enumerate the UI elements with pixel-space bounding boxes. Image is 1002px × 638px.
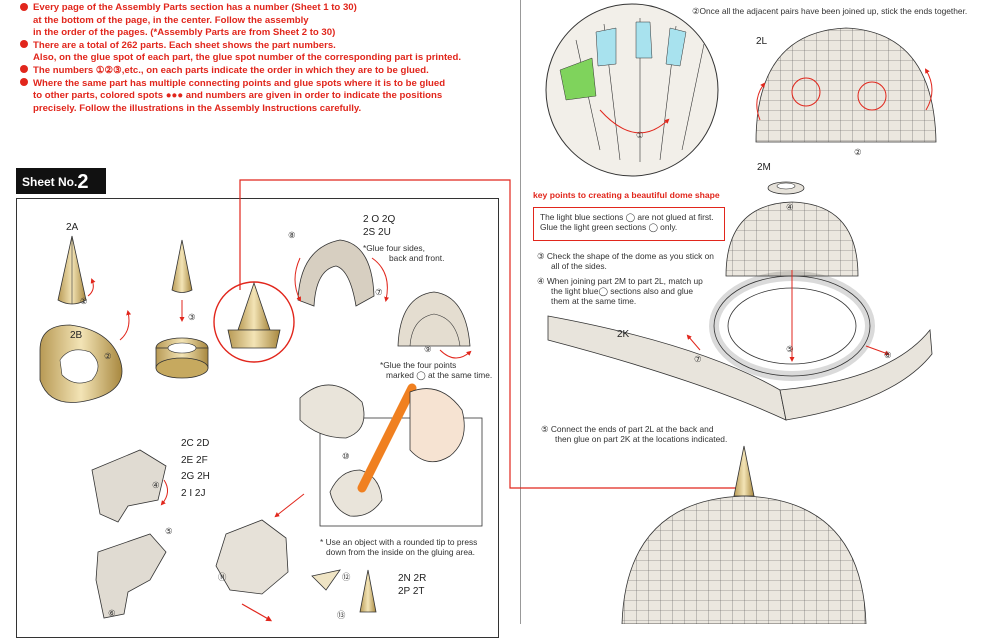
part-2m-cap (767, 181, 805, 195)
part-2k-band (547, 315, 933, 421)
instruction-line-1: at the bottom of the page, in the center… (33, 14, 309, 26)
step3-text: ③ Check the shape of the dome as you sti… (537, 251, 714, 272)
keypoint-line-2: Glue the light green sections ◯ only. (540, 222, 678, 233)
keypoint-title: key points to creating a beautiful dome … (533, 190, 720, 200)
label-2b: 2B (70, 330, 83, 341)
part-cube-bracket (91, 449, 168, 523)
instruction-line-7: to other parts, colored spots ●●● and nu… (33, 90, 443, 102)
sheet-number-tag: Sheet No.2 (16, 168, 106, 194)
step-badge-6: ⑥ (108, 608, 116, 618)
step-badge-2: ② (104, 351, 112, 361)
step-badge-9: ⑨ (424, 344, 432, 354)
part-half-dome (294, 239, 390, 307)
instruction-line-0: Every page of the Assembly Parts section… (20, 2, 490, 15)
step2-text: ②Once all the adjacent pairs have been j… (692, 6, 968, 16)
label-2k: 2K (617, 329, 630, 340)
step-badge-11: ⑪ (218, 572, 227, 582)
part-small-cone (171, 239, 193, 322)
keypoint-box: The light blue sections ◯ are not glued … (533, 207, 725, 241)
step-badge-12: ⑫ (342, 572, 351, 582)
marker-7: ⑦ (694, 354, 702, 364)
step-badge-3: ③ (188, 312, 196, 322)
label-2m: 2M (757, 162, 771, 173)
step-badge-1: ① (80, 296, 88, 306)
part-l-bracket (95, 533, 167, 619)
sheet-word: Sheet No. (22, 175, 78, 189)
step-badge-10: ⑩ (342, 451, 350, 461)
instruction-line-8: precisely. Follow the illustrations in t… (33, 102, 362, 114)
group1-row2: 2S 2U (363, 227, 391, 238)
instruction-line-2: in the order of the pages. (*Assembly Pa… (33, 27, 336, 39)
instruction-line-3: There are a total of 262 parts. Each she… (20, 40, 490, 53)
assembly-instructions: Every page of the Assembly Parts section… (20, 2, 490, 115)
step4-text: ④ When joining part 2M to part 2L, match… (537, 276, 703, 307)
group1-row1: 2 O 2Q (363, 214, 396, 225)
step-badge-5: ⑤ (165, 526, 173, 536)
part-small-spire (241, 569, 377, 622)
red-bullet-icon (20, 40, 28, 49)
red-bullet-icon (20, 65, 28, 74)
part-octagon-box (215, 493, 305, 595)
group2-labels: 2C 2D 2E 2F 2G 2H 2 I 2J (181, 438, 210, 499)
part-dome-piece (397, 291, 472, 359)
marker-1: ① (636, 130, 644, 140)
marker-4: ④ (786, 202, 794, 212)
part-2l-dome (755, 27, 937, 143)
step-badge-7: ⑦ (375, 287, 383, 297)
step-badge-4: ④ (152, 480, 160, 490)
final-dome (621, 445, 867, 624)
label-2l: 2L (756, 36, 768, 47)
note-glue-four-points: *Glue the four points marked ◯ at the sa… (380, 360, 493, 380)
note-glue-four-sides: *Glue four sides, back and front. (363, 243, 445, 263)
marker-6: ⑥ (884, 350, 892, 360)
label-2a: 2A (66, 222, 79, 233)
dome-assembly (686, 201, 890, 381)
step-badge-13: ⑬ (337, 610, 346, 620)
part-ring-base (155, 337, 209, 379)
keypoint-line-1: The light blue sections ◯ are not glued … (540, 212, 714, 222)
instruction-line-6: Where the same part has multiple connect… (20, 78, 490, 91)
sheet-number: 2 (77, 171, 89, 193)
part-2b-strip (39, 310, 132, 403)
hand-with-stylus (299, 383, 483, 527)
step-badge-8: ⑧ (288, 230, 296, 240)
instruction-line-5: The numbers ①②③,etc., on each parts indi… (20, 65, 490, 78)
note-rounded-tip: * Use an object with a rounded tip to pr… (320, 537, 478, 557)
instruction-line-4: Also, on the glue spot of each part, the… (33, 52, 462, 64)
step5-text: ⑤ Connect the ends of part 2L at the bac… (541, 424, 728, 445)
circled-spire (213, 281, 295, 363)
marker-2: ② (854, 147, 862, 157)
group3-labels: 2N 2R 2P 2T (398, 573, 427, 597)
part-2a-cone (57, 235, 96, 305)
red-bullet-icon (20, 78, 28, 87)
connector-line (239, 179, 740, 489)
page-divider (520, 0, 521, 624)
red-bullet-icon (20, 2, 28, 11)
marker-5: ⑤ (786, 344, 794, 354)
zoom-detail-circle (545, 3, 719, 177)
assembly-illustrations (39, 3, 937, 624)
